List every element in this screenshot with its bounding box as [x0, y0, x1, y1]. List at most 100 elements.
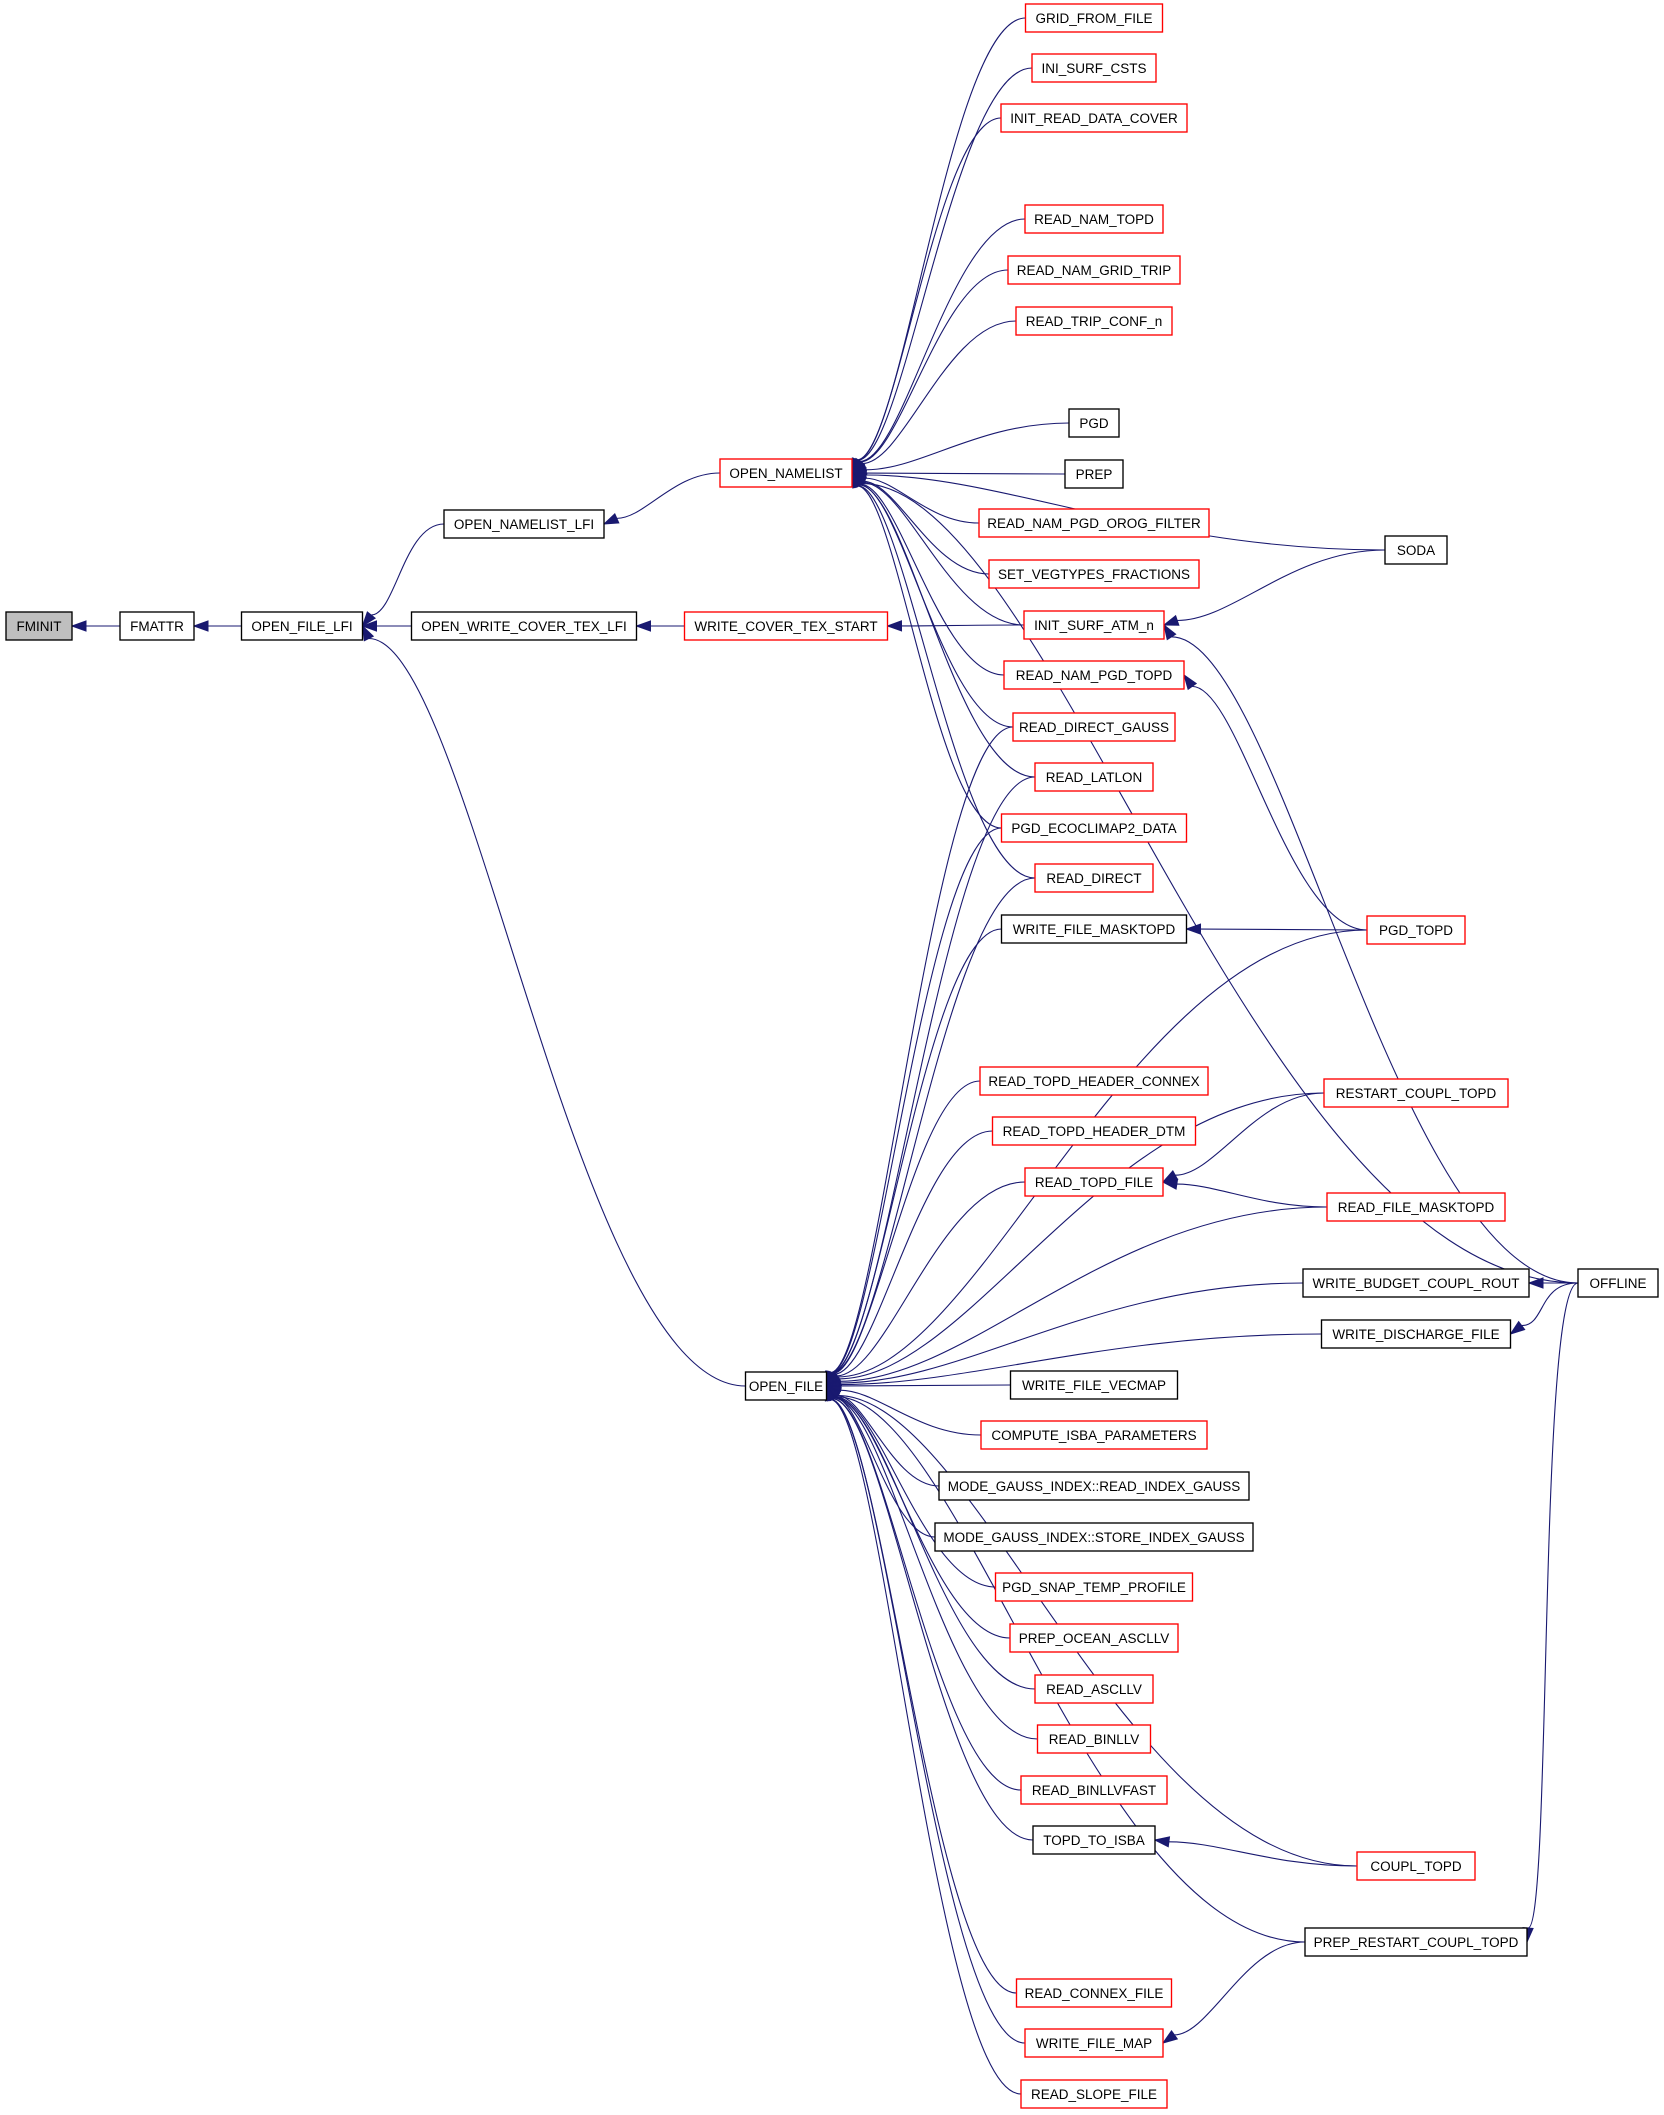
node-label: READ_BINLLVFAST	[1032, 1783, 1156, 1798]
node-read-topd-header-dtm[interactable]: READ_TOPD_HEADER_DTM	[991, 1116, 1197, 1146]
edge-init_surf_atm_n-to-write_cover_tex_start	[901, 624, 1025, 627]
node-read-nam-grid-trip[interactable]: READ_NAM_GRID_TRIP	[1007, 255, 1181, 285]
node-prep-ocean-ascllv[interactable]: PREP_OCEAN_ASCLLV	[1009, 1623, 1179, 1653]
edge-read_nam_pgd_topd-to-open_namelist	[860, 483, 1005, 676]
node-box	[1024, 3, 1164, 33]
arrowhead-open_write_cover_tex_lfi-to-open_file_lfi	[361, 620, 377, 632]
node-prep-restart-coupl-topd[interactable]: PREP_RESTART_COUPL_TOPD	[1304, 1927, 1528, 1957]
node-box	[1007, 255, 1181, 285]
node-label: READ_NAM_PGD_TOPD	[1016, 668, 1173, 683]
node-open-file-lfi[interactable]: OPEN_FILE_LFI	[240, 611, 364, 641]
arrowhead-soda-to-init_surf_atm_n	[1162, 614, 1180, 626]
node-open-namelist[interactable]: OPEN_NAMELIST	[719, 458, 853, 488]
node-read-trip-conf-n[interactable]: READ_TRIP_CONF_n	[1015, 306, 1173, 336]
node-init-read-data-cover[interactable]: INIT_READ_DATA_COVER	[1000, 103, 1188, 133]
node-write-file-masktopd[interactable]: WRITE_FILE_MASKTOPD	[1000, 914, 1188, 944]
node-pgd[interactable]: PGD	[1068, 408, 1120, 438]
node-box	[1326, 1192, 1506, 1222]
node-box	[1323, 1078, 1509, 1108]
node-coupl-topd[interactable]: COUPL_TOPD	[1356, 1851, 1476, 1881]
edge-offline-to-prep_restart_coupl_topd	[1527, 1282, 1579, 1929]
node-fmattr[interactable]: FMATTR	[119, 611, 195, 641]
node-mode-gauss-index-read[interactable]: MODE_GAUSS_INDEX::READ_INDEX_GAUSS	[938, 1471, 1250, 1501]
node-write-discharge-file[interactable]: WRITE_DISCHARGE_FILE	[1320, 1319, 1512, 1349]
arrowhead-write_cover_tex_start-to-open_write_cover_tex_lfi	[635, 620, 651, 632]
node-label: WRITE_COVER_TEX_START	[694, 619, 877, 634]
node-prep[interactable]: PREP	[1064, 459, 1124, 489]
node-box	[978, 508, 1210, 538]
node-restart-coupl-topd[interactable]: RESTART_COUPL_TOPD	[1323, 1078, 1509, 1108]
arrowhead-prep_restart_coupl_topd-to-write_file_map	[1161, 2029, 1179, 2044]
node-box	[240, 611, 364, 641]
node-open-write-cover-tex-lfi[interactable]: OPEN_WRITE_COVER_TEX_LFI	[410, 611, 638, 641]
node-box	[934, 1522, 1254, 1552]
node-init-surf-atm-n[interactable]: INIT_SURF_ATM_n	[1023, 610, 1165, 640]
node-read-direct-gauss[interactable]: READ_DIRECT_GAUSS	[1012, 712, 1176, 742]
edge-write_budget_coupl_rout-to-open_file	[840, 1282, 1304, 1384]
node-compute-isba-parameters[interactable]: COMPUTE_ISBA_PARAMETERS	[980, 1420, 1208, 1450]
node-box	[443, 509, 605, 539]
node-topd-to-isba[interactable]: TOPD_TO_ISBA	[1032, 1825, 1156, 1855]
nodes-layer: FMINIT FMATTR OPEN_FILE_LFI OPEN_NAMELIST_L…	[5, 3, 1659, 2109]
node-read-connex-file[interactable]: READ_CONNEX_FILE	[1015, 1978, 1173, 2008]
arrowhead-fmattr-to-fminit	[70, 620, 87, 632]
edge-compute_isba_parameters-to-open_file	[839, 1389, 982, 1436]
arrowhead-open_file_lfi-to-fmattr	[192, 620, 209, 632]
node-box	[1032, 1825, 1156, 1855]
node-label: MODE_GAUSS_INDEX::STORE_INDEX_GAUSS	[943, 1530, 1244, 1545]
node-read-topd-header-connex[interactable]: READ_TOPD_HEADER_CONNEX	[979, 1066, 1209, 1096]
node-box	[1356, 1851, 1476, 1881]
node-read-slope-file[interactable]: READ_SLOPE_FILE	[1020, 2079, 1168, 2109]
node-read-ascllv[interactable]: READ_ASCLLV	[1034, 1674, 1154, 1704]
node-fminit[interactable]: FMINIT	[5, 611, 73, 641]
node-read-topd-file[interactable]: READ_TOPD_FILE	[1024, 1167, 1164, 1197]
node-write-cover-tex-start[interactable]: WRITE_COVER_TEX_START	[683, 611, 889, 641]
node-box	[1577, 1268, 1659, 1298]
arrowhead-pgd_topd-to-write_file_masktopd	[1185, 923, 1202, 935]
edge-pgd_topd-to-read_nam_pgd_topd	[1192, 685, 1368, 931]
node-write-budget-coupl-rout[interactable]: WRITE_BUDGET_COUPL_ROUT	[1302, 1268, 1530, 1298]
edge-offline-to-init_surf_atm_n	[1171, 636, 1579, 1284]
node-pgd-snap-temp-profile[interactable]: PGD_SNAP_TEMP_PROFILE	[994, 1572, 1194, 1602]
node-box	[1012, 712, 1176, 742]
node-mode-gauss-index-store[interactable]: MODE_GAUSS_INDEX::STORE_INDEX_GAUSS	[934, 1522, 1254, 1552]
edge-prep_restart_coupl_topd-to-write_file_map	[1174, 1941, 1306, 2036]
node-write-file-vecmap[interactable]: WRITE_FILE_VECMAP	[1009, 1370, 1179, 1400]
node-label: SET_VEGTYPES_FRACTIONS	[998, 567, 1190, 582]
node-label: PGD_ECOCLIMAP2_DATA	[1011, 821, 1176, 836]
node-read-latlon[interactable]: READ_LATLON	[1034, 762, 1154, 792]
edge-read_topd_header_connex-to-open_file	[832, 1080, 981, 1375]
edge-read_file_masktopd-to-read_topd_file	[1176, 1183, 1328, 1208]
arrowhead-offline-to-write_discharge_file	[1509, 1320, 1526, 1335]
node-ini-surf-csts[interactable]: INI_SURF_CSTS	[1031, 53, 1157, 83]
node-box	[1034, 762, 1154, 792]
node-box	[1020, 2079, 1168, 2109]
node-label: OFFLINE	[1589, 1276, 1646, 1291]
node-soda[interactable]: SODA	[1384, 535, 1448, 565]
node-read-binllvfast[interactable]: READ_BINLLVFAST	[1020, 1775, 1168, 1805]
node-box	[1000, 103, 1188, 133]
node-read-nam-pgd-topd[interactable]: READ_NAM_PGD_TOPD	[1003, 660, 1185, 690]
node-open-namelist-lfi[interactable]: OPEN_NAMELIST_LFI	[443, 509, 605, 539]
node-pgd-topd[interactable]: PGD_TOPD	[1366, 915, 1466, 945]
node-label: READ_ASCLLV	[1046, 1682, 1142, 1697]
node-read-nam-topd[interactable]: READ_NAM_TOPD	[1024, 204, 1164, 234]
node-pgd-ecoclimap2-data[interactable]: PGD_ECOCLIMAP2_DATA	[1000, 813, 1188, 843]
node-box	[1020, 1775, 1168, 1805]
node-label: INI_SURF_CSTS	[1041, 61, 1146, 76]
node-read-file-masktopd[interactable]: READ_FILE_MASKTOPD	[1326, 1192, 1506, 1222]
node-box	[979, 1066, 1209, 1096]
node-grid-from-file[interactable]: GRID_FROM_FILE	[1024, 3, 1164, 33]
node-set-vegtypes-fractions[interactable]: SET_VEGTYPES_FRACTIONS	[988, 559, 1200, 589]
edge-coupl_topd-to-topd_to_isba	[1168, 1841, 1358, 1867]
node-label: OPEN_NAMELIST	[729, 466, 842, 481]
node-read-direct[interactable]: READ_DIRECT	[1034, 863, 1154, 893]
node-read-binllv[interactable]: READ_BINLLV	[1036, 1724, 1152, 1754]
node-label: READ_NAM_TOPD	[1034, 212, 1154, 227]
node-offline[interactable]: OFFLINE	[1577, 1268, 1659, 1298]
node-open-file[interactable]: OPEN_FILE	[744, 1371, 828, 1401]
node-write-file-map[interactable]: WRITE_FILE_MAP	[1024, 2028, 1164, 2058]
node-box	[994, 1572, 1194, 1602]
edge-grid_from_file-to-open_namelist	[856, 17, 1026, 461]
node-read-nam-pgd-orog-filter[interactable]: READ_NAM_PGD_OROG_FILTER	[978, 508, 1210, 538]
